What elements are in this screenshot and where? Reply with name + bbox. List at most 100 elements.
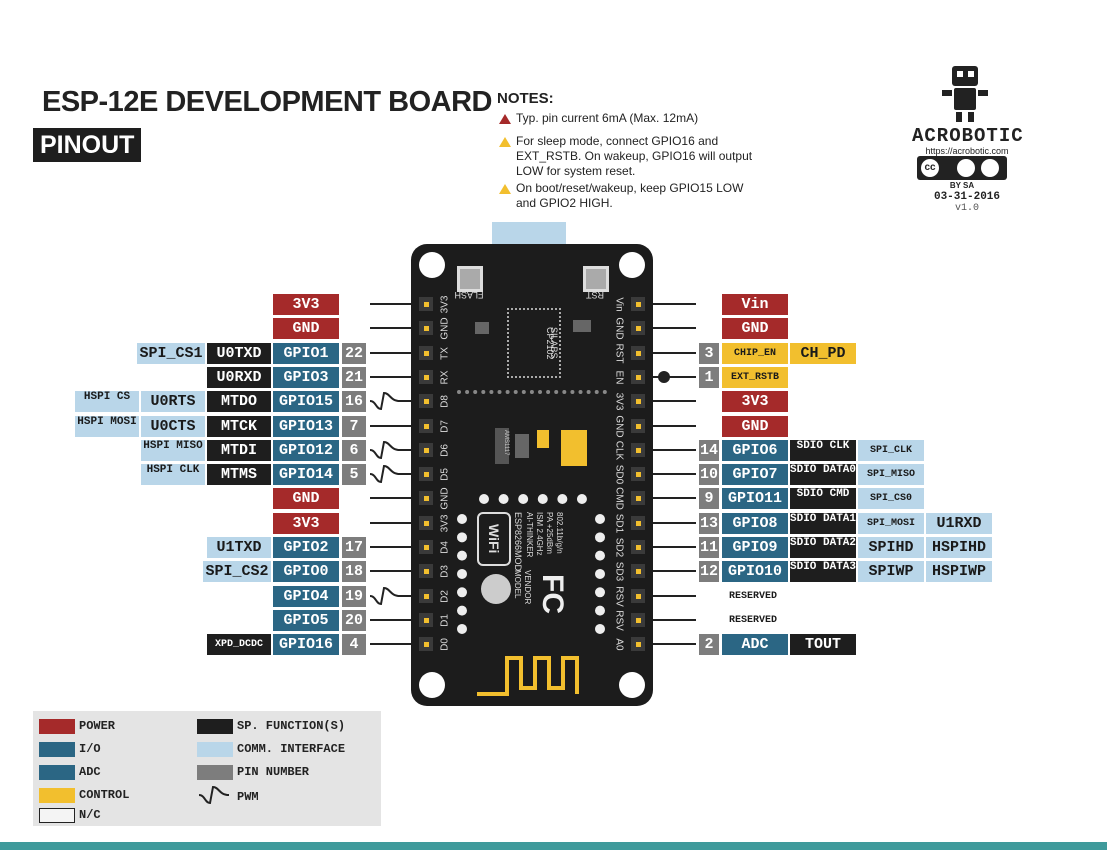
pin-number: 3 — [699, 342, 719, 364]
pin-number: 22 — [342, 342, 366, 364]
pin-lead-line — [653, 618, 696, 621]
pin-lead-line — [370, 546, 411, 548]
header-pin — [631, 564, 645, 579]
legend-power: POWER — [79, 719, 116, 733]
warning-yellow-icon — [499, 184, 511, 194]
pin-label-gpio16: GPIO16 — [273, 634, 339, 656]
pin-number: 7 — [342, 415, 366, 437]
pin-label-gpio3: GPIO3 — [273, 366, 339, 388]
pin-function: CH_PD — [790, 342, 856, 364]
license-text: BY SA — [949, 181, 975, 190]
header-pin — [419, 588, 433, 603]
pin-label-gpio7: GPIO7 — [722, 464, 788, 486]
pin-lead-line — [653, 497, 696, 500]
header-pin — [419, 515, 433, 530]
legend-comm-swatch — [197, 742, 233, 757]
header-pin — [631, 345, 645, 360]
pin-label-gpio12: GPIO12 — [273, 439, 339, 461]
pin-lead-line — [653, 570, 696, 573]
pin-function: SDIO DATA0 — [790, 464, 856, 486]
pin-lead-line — [653, 400, 696, 403]
module-power: PA +25dBm — [545, 512, 554, 554]
pin-label-3v3: 3V3 — [273, 294, 339, 315]
cc-icon: cc — [921, 159, 939, 177]
mount-hole — [619, 252, 645, 278]
smd-row — [457, 390, 607, 400]
header-pin — [419, 297, 433, 311]
regulator-label: AMS1117 — [503, 430, 509, 456]
pin-lead-line — [653, 594, 696, 597]
pin-lead-line — [653, 424, 696, 427]
diode — [561, 430, 587, 466]
pin-number: 19 — [342, 585, 366, 607]
pin-label-gnd: GND — [722, 318, 788, 340]
comm-interface: HSPI MOSI — [75, 415, 139, 437]
pin-label-gpio10: GPIO10 — [722, 561, 788, 583]
pin-label-vin: Vin — [722, 294, 788, 315]
pin-function: SDIO CMD — [790, 488, 856, 510]
pin-lead-line — [370, 375, 411, 378]
esp-module: WiFi ESP8266MOD AI-THINKER ISM 2.4GHz PA… — [477, 512, 587, 630]
special-function: MTMS — [207, 464, 271, 486]
header-pin — [419, 321, 433, 336]
legend-sp-swatch — [197, 719, 233, 734]
fcc-globe-icon — [481, 574, 511, 604]
pin-label-3v3: 3V3 — [722, 391, 788, 413]
notes-heading: NOTES: — [497, 90, 554, 107]
module-pads-left — [457, 514, 479, 634]
pin-label-gpio2: GPIO2 — [273, 537, 339, 558]
legend-control-swatch — [39, 788, 75, 803]
smd-component — [515, 434, 529, 458]
module-pads-right — [595, 514, 617, 634]
pin-lead-line — [370, 303, 411, 305]
pin-lead-line — [653, 303, 696, 305]
module-pads-top — [479, 494, 587, 516]
special-function: MTDO — [207, 391, 271, 413]
header-pin — [631, 442, 645, 457]
antenna-trace-icon — [477, 656, 579, 696]
comm-interface: SPI_CS2 — [203, 561, 271, 583]
pin-lead-line — [370, 327, 411, 330]
pin-number: 20 — [342, 609, 366, 631]
header-pin — [631, 297, 645, 311]
pin-label-gpio14: GPIO14 — [273, 464, 339, 486]
by-icon — [957, 159, 975, 177]
warning-red-icon — [499, 114, 511, 124]
module-standard: 802.11b/g/n — [555, 512, 564, 554]
module-vendor: AI-THINKER — [525, 512, 534, 558]
pin-number: 4 — [342, 634, 366, 656]
pin-function: SDIO DATA1 — [790, 512, 856, 534]
pin-number: 5 — [342, 464, 366, 486]
pin-function: HSPIHD — [926, 537, 992, 558]
header-pin — [419, 394, 433, 409]
chip-model: CP2102 — [545, 326, 555, 360]
pin-lead-line — [370, 618, 411, 621]
header-pin — [419, 491, 433, 506]
header-pin — [631, 637, 645, 652]
flash-button[interactable] — [457, 266, 483, 292]
pin-number: 1 — [699, 366, 719, 388]
brand-date: 03-31-2016 — [933, 191, 1000, 203]
pin-lead-line — [653, 448, 696, 451]
pwm-wave-icon — [370, 439, 400, 460]
pin-number: 16 — [342, 391, 366, 413]
footer-bar — [0, 842, 1107, 850]
pwm-wave-icon — [370, 585, 400, 606]
pin-label-gpio1: GPIO1 — [273, 342, 339, 364]
comm-interface: HSPI CLK — [141, 464, 205, 486]
pin-number: 18 — [342, 561, 366, 583]
special-function: U0TXD — [207, 342, 271, 364]
legend-pin: PIN NUMBER — [237, 765, 310, 779]
pin-label-gpio9: GPIO9 — [722, 537, 788, 558]
pin-number: 10 — [699, 464, 719, 486]
brand-name: ACROBOTIC — [912, 125, 1024, 147]
pin-label-gpio13: GPIO13 — [273, 415, 339, 437]
pin-function: SPI_MOSI — [858, 512, 924, 534]
pin-number: 11 — [699, 537, 719, 558]
legend: POWER I/O ADC CONTROL N/C SP. FUNCTION(S… — [33, 711, 381, 826]
reset-button[interactable] — [583, 266, 609, 292]
special-function: U0RXD — [207, 366, 271, 388]
pin-number: 2 — [699, 634, 719, 656]
legend-io: I/O — [79, 742, 101, 756]
legend-io-swatch — [39, 742, 75, 757]
